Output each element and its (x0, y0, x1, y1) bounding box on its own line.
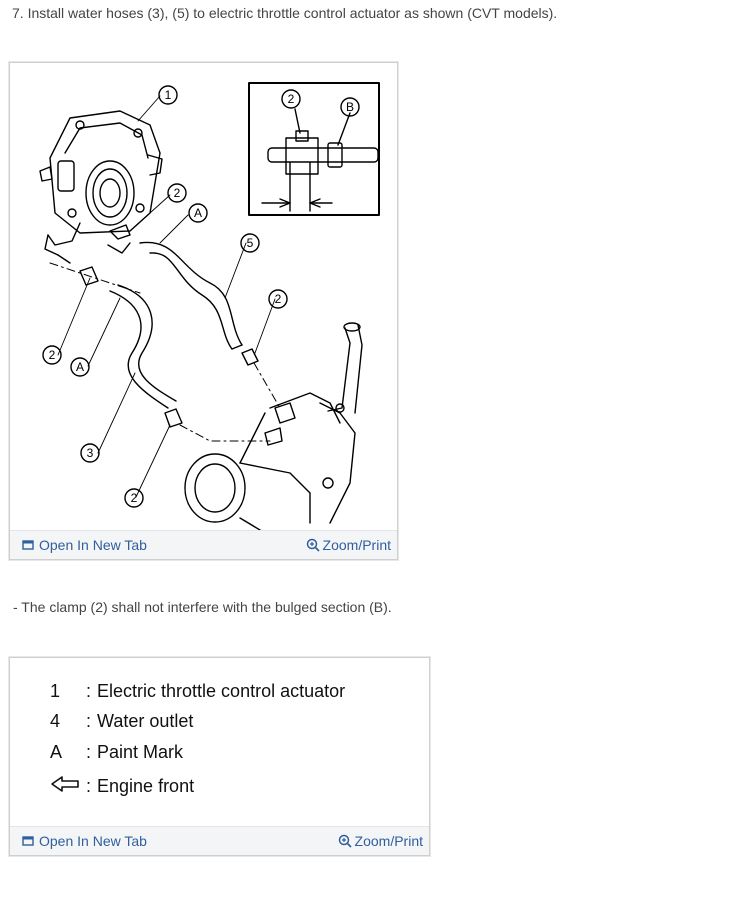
legend-key: A (50, 741, 63, 762)
figure-toolbar: Open In New Tab Zoom/Print (10, 826, 429, 855)
callout-2: 2 (174, 186, 181, 200)
open-in-new-tab-label: Open In New Tab (39, 537, 147, 553)
legend-item: 4 : Water outlet (50, 711, 194, 732)
open-new-tab-icon (22, 836, 34, 846)
inset-clamp-detail (261, 89, 379, 212)
callout-2: 2 (49, 348, 56, 362)
callout-2: 2 (131, 491, 138, 505)
callout-a: A (194, 206, 202, 220)
legend-item: A : Paint Mark (50, 741, 184, 762)
legend-text: Water outlet (97, 711, 194, 732)
zoom-print-label: Zoom/Print (322, 537, 391, 553)
open-in-new-tab-link[interactable]: Open In New Tab (22, 833, 147, 849)
outline-left-arrow-icon (50, 775, 86, 798)
open-in-new-tab-link[interactable]: Open In New Tab (22, 537, 147, 553)
callout-3: 3 (87, 446, 94, 460)
legend-item: : Engine front (50, 772, 345, 803)
step-instruction: 7. Install water hoses (3), (5) to elect… (12, 5, 558, 21)
legend-text: Paint Mark (97, 741, 184, 762)
water-hose-5-drawing (139, 241, 243, 350)
open-new-tab-icon (22, 540, 34, 550)
legend-text: Engine front (97, 776, 195, 797)
throttle-body-drawing (39, 110, 163, 264)
inset-callout-b: B (346, 100, 354, 114)
legend-figure: 1 : Electric throttle control actuator 4… (9, 657, 430, 856)
hose-diagram: 1 2 A 5 2 2 A 3 2 2 B (39, 82, 380, 531)
water-hose-3-drawing (109, 284, 177, 409)
hose-installation-figure: 1 2 A 5 2 2 A 3 2 2 B Open In New Tab (9, 62, 398, 560)
zoom-icon (338, 834, 352, 848)
inset-callout-2: 2 (288, 92, 295, 106)
legend-list: 1 : Electric throttle control actuator 4… (50, 676, 345, 802)
callout-a: A (76, 360, 84, 374)
zoom-print-label: Zoom/Print (354, 833, 423, 849)
legend-item: 1 : Electric throttle control actuator (50, 680, 346, 701)
legend-key: 1 (50, 680, 61, 701)
zoom-print-link[interactable]: Zoom/Print (306, 537, 391, 553)
callout-5: 5 (247, 236, 254, 250)
zoom-print-link[interactable]: Zoom/Print (338, 833, 423, 849)
callout-1: 1 (165, 88, 172, 102)
callout-2: 2 (275, 292, 282, 306)
open-in-new-tab-label: Open In New Tab (39, 833, 147, 849)
legend-text: Electric throttle control actuator (97, 680, 346, 701)
legend-key: 4 (50, 711, 61, 732)
figure-toolbar: Open In New Tab Zoom/Print (10, 530, 397, 559)
water-outlet-drawing (184, 322, 363, 531)
clamp-note: - The clamp (2) shall not interfere with… (13, 599, 392, 615)
zoom-icon (306, 538, 320, 552)
